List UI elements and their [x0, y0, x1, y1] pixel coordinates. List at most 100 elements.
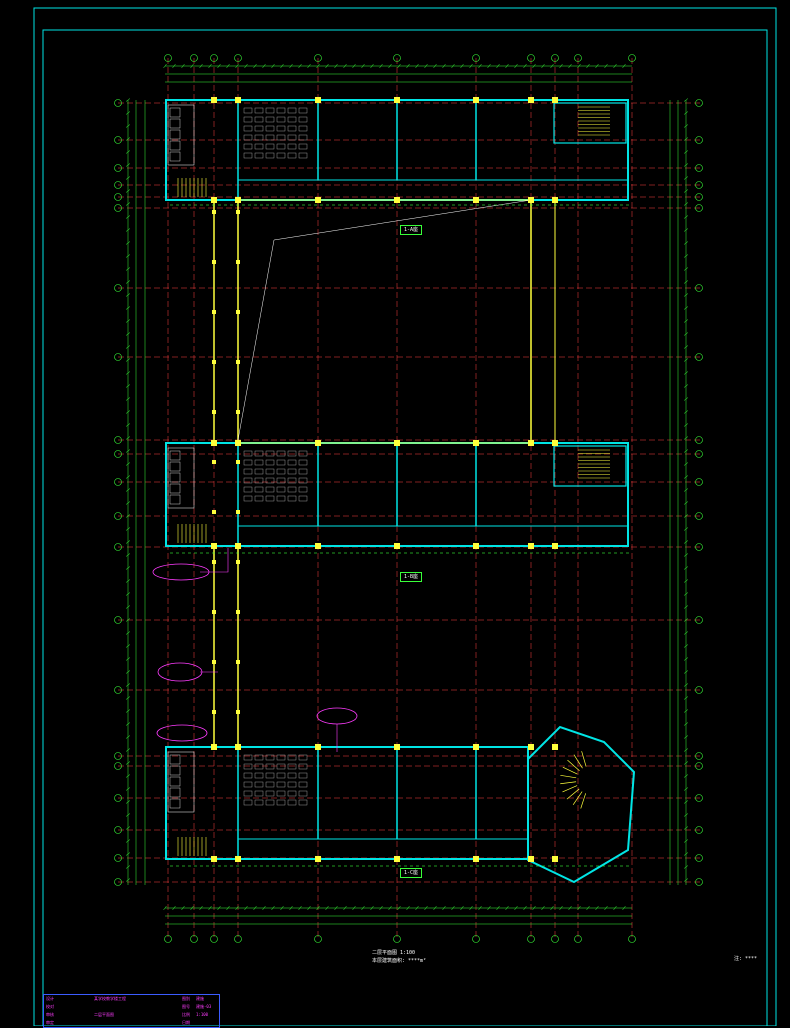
dimension-tick	[532, 63, 536, 69]
dimension-tick	[125, 800, 131, 804]
dimension-tick	[683, 865, 689, 869]
drawing-note: 注: ****	[734, 956, 758, 962]
dimension-tick	[125, 553, 131, 557]
dimension-tick	[125, 319, 131, 323]
dimension-tick	[683, 163, 689, 167]
desk	[265, 772, 275, 779]
toilet-stall	[169, 776, 181, 787]
title-block-cell: 审核	[46, 1012, 54, 1017]
column	[528, 744, 534, 750]
desk	[276, 754, 286, 761]
dimension-tick	[683, 852, 689, 856]
stair-hall	[553, 445, 627, 487]
dimension-tick	[370, 63, 374, 69]
dimension-tick	[352, 63, 356, 69]
dimension-tick	[172, 905, 176, 911]
dimension-tick	[370, 905, 374, 911]
dimension-tick	[325, 63, 329, 69]
dimension-tick	[244, 63, 248, 69]
desk	[298, 495, 308, 502]
desk	[298, 134, 308, 141]
dimension-tick	[532, 905, 536, 911]
dimension-tick	[316, 905, 320, 911]
dimension-tick	[125, 410, 131, 414]
desk	[254, 134, 264, 141]
desk	[254, 477, 264, 484]
dimension-tick	[125, 787, 131, 791]
desk	[287, 477, 297, 484]
dimension-tick	[469, 63, 473, 69]
desk	[243, 790, 253, 797]
axis-bubble	[551, 54, 559, 62]
axis-bubble	[114, 686, 122, 694]
dimension-tick	[253, 63, 257, 69]
desk	[287, 754, 297, 761]
dimension-tick	[683, 527, 689, 531]
dimension-tick	[361, 905, 365, 911]
dimension-tick	[125, 527, 131, 531]
axis-bubble	[210, 54, 218, 62]
desk	[243, 772, 253, 779]
dimension-tick	[343, 905, 347, 911]
column	[212, 210, 216, 214]
column	[473, 440, 479, 446]
desk	[243, 486, 253, 493]
dimension-tick	[683, 98, 689, 102]
column	[315, 97, 321, 103]
desk	[265, 763, 275, 770]
desk	[243, 125, 253, 132]
dimension-tick	[683, 488, 689, 492]
dimension-tick	[217, 905, 221, 911]
dimension-tick	[568, 63, 572, 69]
toilet-stall	[169, 118, 181, 129]
axis-bubble	[190, 54, 198, 62]
column	[235, 543, 241, 549]
revision-cloud	[156, 724, 208, 742]
column	[473, 97, 479, 103]
stair-tread	[560, 774, 577, 779]
column	[236, 210, 240, 214]
desk	[298, 459, 308, 466]
desk	[254, 495, 264, 502]
axis-bubble	[114, 512, 122, 520]
dimension-tick	[125, 358, 131, 362]
dimension-tick	[280, 905, 284, 911]
desk	[254, 763, 264, 770]
dimension-tick	[125, 345, 131, 349]
dimension-tick	[433, 63, 437, 69]
stair-tread	[581, 751, 587, 767]
dimension-tick	[683, 267, 689, 271]
desk	[254, 772, 264, 779]
dimension-tick	[125, 865, 131, 869]
dimension-tick	[505, 63, 509, 69]
desk	[265, 799, 275, 806]
dimension-tick	[604, 905, 608, 911]
dimension-tick	[125, 592, 131, 596]
dimension-tick	[271, 905, 275, 911]
dimension-tick	[442, 63, 446, 69]
desk	[287, 781, 297, 788]
axis-bubble	[527, 54, 535, 62]
dimension-tick	[125, 540, 131, 544]
axis-bubble	[695, 193, 703, 201]
dimension-tick	[253, 905, 257, 911]
dimension-tick	[460, 63, 464, 69]
dimension-tick	[523, 63, 527, 69]
desk	[276, 495, 286, 502]
dimension-tick	[352, 905, 356, 911]
block-label-b: 1-B座	[400, 572, 423, 582]
dimension-tick	[307, 63, 311, 69]
axis-bubble	[114, 181, 122, 189]
column	[212, 260, 216, 264]
axis-bubble	[234, 935, 242, 943]
dimension-tick	[577, 905, 581, 911]
desk	[243, 107, 253, 114]
dimension-tick	[622, 905, 626, 911]
dimension-tick	[298, 905, 302, 911]
dimension-tick	[415, 63, 419, 69]
desk	[276, 790, 286, 797]
dimension-tick	[683, 683, 689, 687]
dimension-tick	[125, 631, 131, 635]
axis-bubble	[164, 54, 172, 62]
